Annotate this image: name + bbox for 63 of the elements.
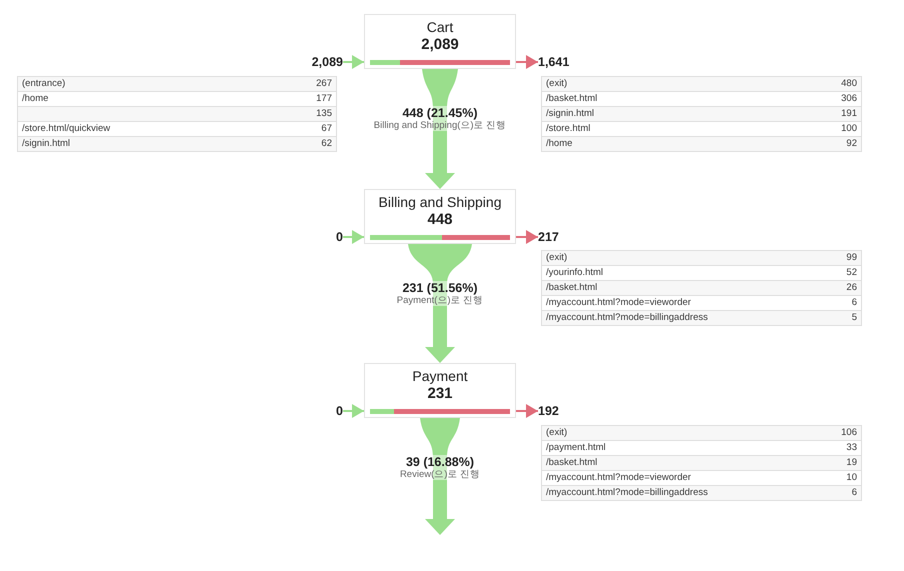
visit-count: 26	[846, 282, 857, 294]
step-box	[364, 363, 516, 418]
visit-count: 6	[852, 487, 857, 499]
visit-count: 177	[316, 93, 332, 105]
visit-count: 306	[841, 93, 857, 105]
page-path: /yourinfo.html	[546, 267, 604, 279]
edge-label: 448 (21.45%) Billing and Shipping(으)로 진행	[372, 106, 508, 131]
arrow	[343, 230, 364, 244]
visit-count: 19	[846, 457, 857, 469]
arrow	[516, 404, 538, 418]
page-path: /payment.html	[546, 442, 606, 454]
visit-count: 100	[841, 123, 857, 135]
arrow	[343, 404, 364, 418]
step-box	[364, 189, 516, 244]
page-path: /basket.html	[546, 282, 598, 294]
step-title: Payment	[412, 368, 468, 385]
visit-count: 92	[846, 138, 857, 150]
step-count: 231	[427, 385, 453, 403]
edge-label: 231 (51.56%) Payment(으)로 진행	[396, 281, 484, 306]
page-path: /myaccount.html?mode=vieworder	[546, 297, 691, 309]
page-path: /home	[22, 93, 48, 105]
page-path: (exit)	[546, 78, 568, 90]
page-path: /signin.html	[22, 138, 70, 150]
step-box	[364, 14, 516, 69]
visit-count: 5	[852, 312, 857, 324]
page-path: /myaccount.html?mode=vieworder	[546, 472, 691, 484]
page-path: /myaccount.html?mode=billingaddress	[546, 487, 708, 499]
page-path: /basket.html	[546, 457, 598, 469]
visit-count: 480	[841, 78, 857, 90]
step-count: 2,089	[421, 36, 459, 54]
step-count: 448	[427, 211, 453, 229]
page-path: /basket.html	[546, 93, 598, 105]
edge-label: 39 (16.88%) Review(으)로 진행	[398, 455, 482, 480]
entrance-count: 0	[336, 403, 343, 419]
page-path: /signin.html	[546, 108, 594, 120]
arrow	[343, 55, 364, 69]
exit-count: 192	[538, 403, 559, 419]
visit-count: 67	[321, 123, 332, 135]
exit-count: 1,641	[538, 54, 570, 70]
page-path: (exit)	[546, 427, 568, 439]
entrance-count: 2,089	[312, 54, 343, 70]
step-title: Cart	[426, 19, 454, 36]
visit-count: 135	[316, 108, 332, 120]
page-path: /home	[546, 138, 572, 150]
visit-count: 191	[841, 108, 857, 120]
page-path: /myaccount.html?mode=billingaddress	[546, 312, 708, 324]
page-path: /store.html	[546, 123, 590, 135]
visit-count: 267	[316, 78, 332, 90]
visit-count: 62	[321, 138, 332, 150]
arrow	[516, 55, 538, 69]
entrance-count: 0	[336, 229, 343, 245]
page-path: (exit)	[546, 252, 568, 264]
arrow	[516, 230, 538, 244]
visit-count: 99	[846, 252, 857, 264]
step-title: Billing and Shipping	[378, 194, 502, 211]
visit-count: 6	[852, 297, 857, 309]
visit-count: 52	[846, 267, 857, 279]
visit-count: 106	[841, 427, 857, 439]
visit-count: 10	[846, 472, 857, 484]
exit-count: 217	[538, 229, 559, 245]
page-path: (entrance)	[22, 78, 66, 90]
visit-count: 33	[846, 442, 857, 454]
page-path: /store.html/quickview	[22, 123, 110, 135]
